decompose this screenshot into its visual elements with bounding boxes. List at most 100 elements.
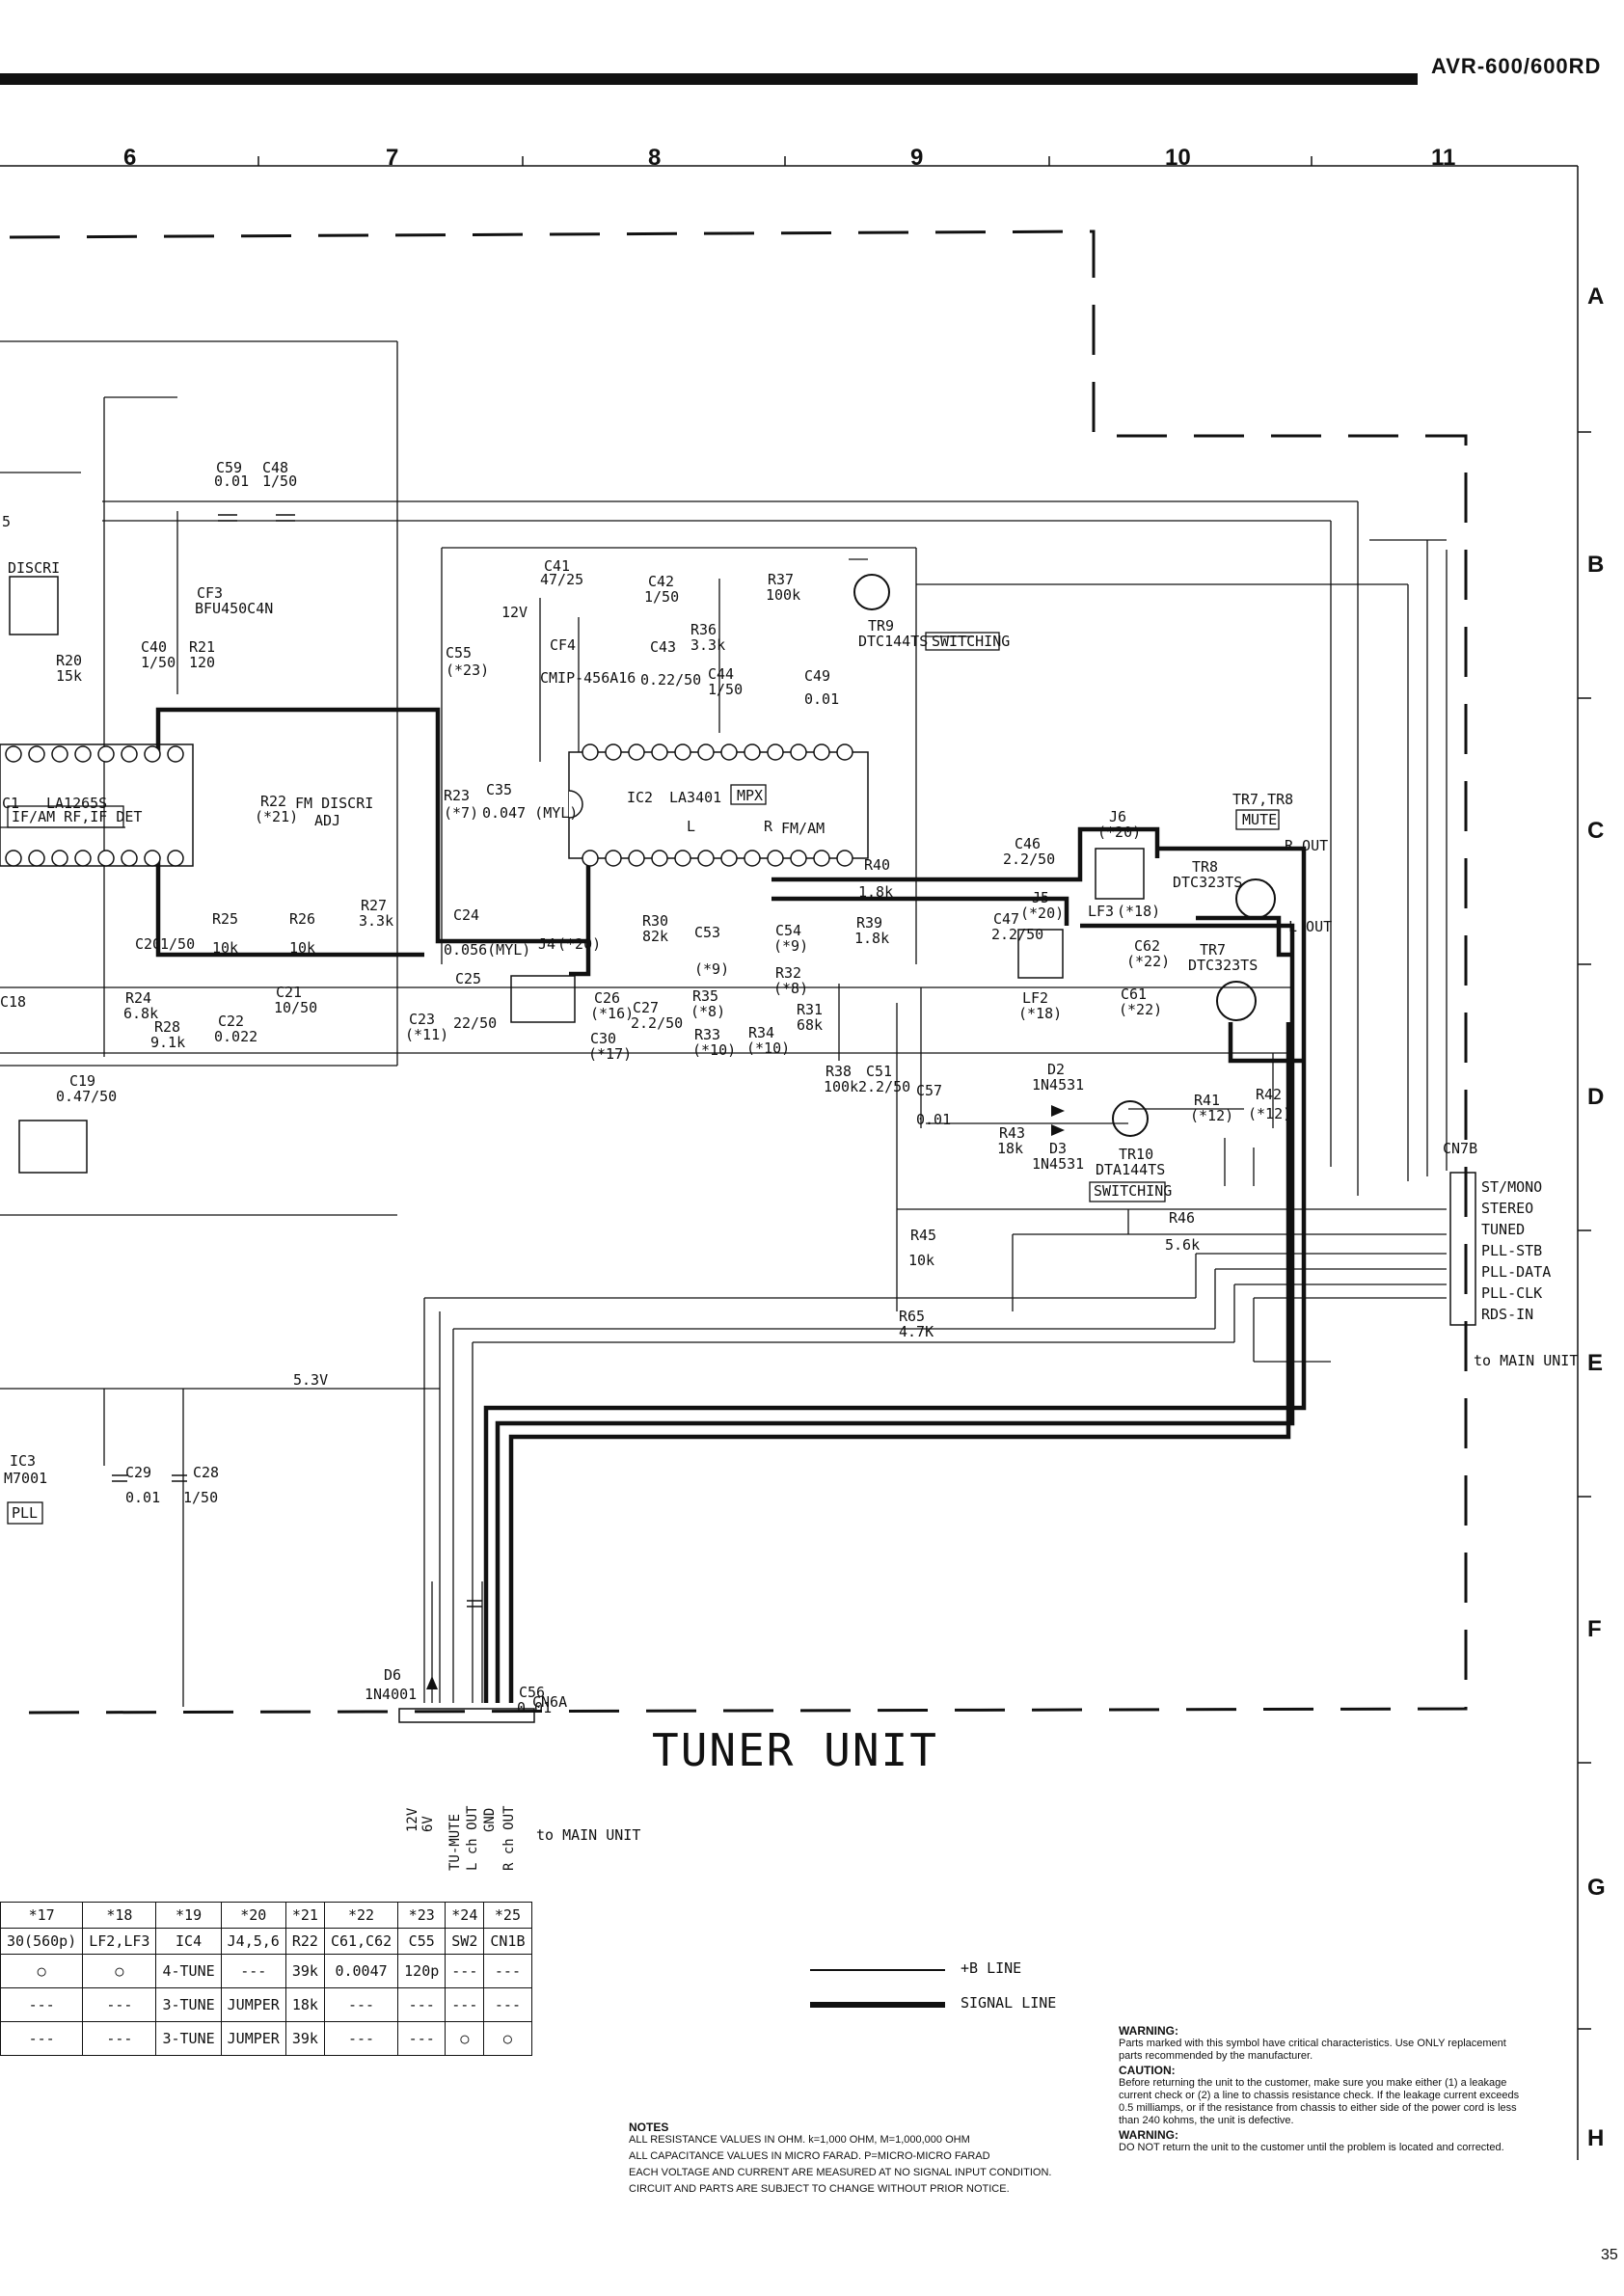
c49-ref: C49 (804, 667, 830, 685)
tr7-val: DTC323TS (1188, 957, 1258, 974)
frame (0, 156, 1591, 2160)
table-header: *25 (483, 1902, 532, 1929)
c48-val: 1/50 (262, 473, 297, 490)
table-cell: 18k (284, 1987, 325, 2022)
v53-label: 5.3V (293, 1371, 328, 1389)
r34-ref: R34 (748, 1024, 774, 1041)
grid-col-9: 9 (910, 145, 924, 171)
ic1-ref: C1 (2, 795, 19, 812)
r27-ref: R27 (361, 897, 387, 914)
r26-val: 10k (289, 939, 315, 957)
j4-ref: J4 (538, 935, 555, 953)
d3-val: 1N4531 (1032, 1155, 1084, 1173)
signal-line-swatch (810, 2002, 945, 2008)
c20-ref: C20 (135, 935, 161, 953)
j4-val: (*20) (557, 935, 601, 953)
b-line-label: +B LINE (961, 1959, 1022, 1977)
c62-ref: C62 (1134, 937, 1160, 955)
grid-col-7: 7 (386, 145, 399, 171)
c30-ref: C30 (590, 1030, 616, 1047)
cn7b-pin-5: PLL-DATA (1481, 1263, 1551, 1281)
switching-label-2: SWITCHING (1094, 1182, 1172, 1200)
r22-ref: R22 (260, 793, 286, 810)
note-line: ALL RESISTANCE VALUES IN OHM. k=1,000 OH… (629, 2134, 970, 2146)
tr10-val: DTA144TS (1096, 1161, 1165, 1178)
c48-ref: C48 (262, 459, 288, 476)
r20-ref: R20 (56, 652, 82, 669)
r42-ref: R42 (1256, 1086, 1282, 1103)
r43-ref: R43 (999, 1124, 1025, 1142)
c57-val: 0.01 (916, 1111, 951, 1128)
c40-val: 1/50 (141, 654, 176, 671)
cn6a-dest: to MAIN UNIT (536, 1826, 640, 1844)
c21-ref: C21 (276, 984, 302, 1001)
caution-heading: CAUTION: (1119, 2064, 1176, 2077)
options-table: *17 *18 *19 *20 *21 *22 *23 *24 *25 30(5… (0, 1902, 532, 2056)
table-subheader: CN1B (483, 1928, 532, 1955)
c27-val: 2.2/50 (631, 1014, 683, 1032)
table-cell: --- (220, 1954, 286, 1988)
tr78-label: TR7,TR8 (1232, 791, 1293, 808)
cn7b-dest: to MAIN UNIT (1474, 1352, 1578, 1369)
misc-symbols (112, 514, 482, 1607)
coils (9, 576, 1476, 1723)
r36-val: 3.3k (690, 636, 725, 654)
r28-val: 9.1k (150, 1034, 185, 1051)
r45-ref: R45 (910, 1227, 936, 1244)
schematic-labels: C1 LA1265S IF/AM RF,IF DET IC2 LA3401 MP… (0, 459, 1578, 1844)
c35-ref: C35 (486, 781, 512, 798)
ic2-func: MPX (737, 787, 763, 804)
c44-val: 1/50 (708, 681, 743, 698)
r-out-label: R OUT (1285, 837, 1328, 854)
table-row: ○ ○ 4-TUNE --- 39k 0.0047 120p --- --- (0, 1954, 532, 1988)
c29-ref: C29 (125, 1464, 151, 1481)
c47-ref: C47 (993, 910, 1019, 928)
lf3-ref: LF3 (1088, 903, 1114, 920)
tr8-val: DTC323TS (1173, 874, 1242, 891)
r33-val: (*10) (692, 1041, 736, 1059)
note-line: ALL CAPACITANCE VALUES IN MICRO FARAD. P… (629, 2150, 990, 2162)
c30-val: (*17) (588, 1045, 632, 1063)
c56-val: 0.01 (517, 1699, 552, 1716)
r21-val: 120 (189, 654, 215, 671)
table-cell: --- (323, 2021, 399, 2056)
cn7b-pin-6: PLL-CLK (1481, 1284, 1542, 1302)
c61-val: (*22) (1119, 1001, 1162, 1018)
c55-ref: C55 (446, 644, 472, 662)
r33-ref: R33 (694, 1026, 720, 1043)
ic2-body (568, 751, 869, 859)
r25-ref: R25 (212, 910, 238, 928)
c54-val: (*9) (773, 937, 808, 955)
grid-col-8: 8 (648, 145, 662, 171)
table-cell: --- (397, 1987, 447, 2022)
c49-val: 0.01 (804, 690, 839, 708)
r26-ref: R26 (289, 910, 315, 928)
r37-ref: R37 (768, 571, 794, 588)
l-out-label: L OUT (1288, 918, 1332, 935)
c43-ref: C43 (650, 638, 676, 656)
r30-ref: R30 (642, 912, 668, 930)
c44-ref: C44 (708, 665, 734, 683)
note-line: EACH VOLTAGE AND CURRENT ARE MEASURED AT… (629, 2167, 1052, 2178)
table-cell: 0.0047 (323, 1954, 399, 1988)
warning2-text: DO NOT return the unit to the customer u… (1119, 2142, 1504, 2153)
ic2-ref: IC2 (627, 789, 653, 806)
mute-label: MUTE (1242, 811, 1277, 828)
c20-val: 1/50 (160, 935, 195, 953)
c23-ref: C23 (409, 1011, 435, 1028)
r41-ref: R41 (1194, 1092, 1220, 1109)
c55-val: (*23) (446, 662, 489, 679)
ic2-pins (582, 743, 853, 867)
c22-val: 0.022 (214, 1028, 257, 1045)
r28-ref: R28 (154, 1018, 180, 1036)
table-subheader: C61,C62 (323, 1928, 399, 1955)
tuner-unit-title: TUNER UNIT (652, 1724, 938, 1776)
cn6a-pin-3: TU-MUTE (447, 1814, 463, 1871)
r23-ref: R23 (444, 787, 470, 804)
table-subheader: 30(560p) (0, 1928, 84, 1955)
c61-ref: C61 (1121, 986, 1147, 1003)
c46-ref: C46 (1015, 835, 1041, 852)
label-boxes (7, 632, 1280, 1525)
r43-val: 18k (997, 1140, 1023, 1157)
discri-label: DISCRI (8, 559, 60, 577)
